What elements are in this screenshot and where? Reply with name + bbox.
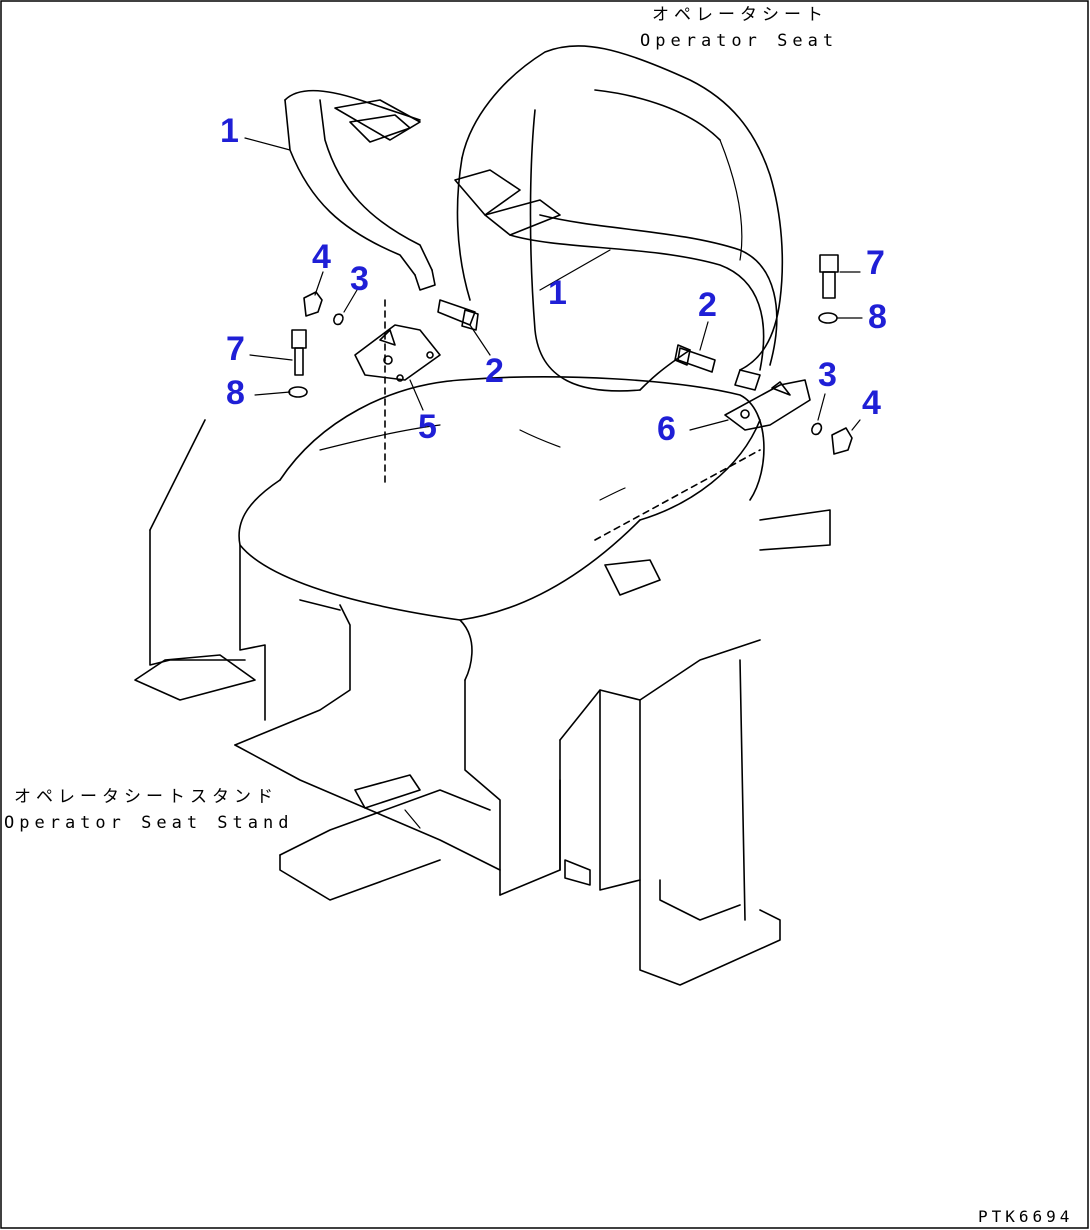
stand-label-en: Operator Seat Stand — [4, 813, 294, 833]
callout-4-left: 4 — [312, 238, 331, 276]
bracket-left — [354, 299, 441, 486]
callout-8-right: 8 — [868, 298, 887, 336]
seat-stand — [134, 419, 831, 986]
callout-7-left: 7 — [226, 330, 245, 368]
seat-label-jp: オペレータシート — [652, 5, 828, 25]
callout-6: 6 — [657, 410, 676, 448]
callout-3-left: 3 — [350, 260, 369, 298]
seatbelt-left — [284, 89, 436, 291]
seat-label-en: Operator Seat — [640, 31, 839, 51]
buckle-right — [724, 379, 811, 431]
callout-8-left: 8 — [226, 374, 245, 412]
drawing-number: PTK6694 — [978, 1207, 1074, 1226]
seat-back — [456, 45, 784, 392]
stand-label-jp: オペレータシートスタンド — [14, 787, 278, 807]
callout-5: 5 — [418, 408, 437, 446]
callout-4-right: 4 — [862, 384, 881, 422]
callout-2-left: 2 — [485, 352, 504, 390]
callout-2-right: 2 — [698, 286, 717, 324]
callout-3-right: 3 — [818, 356, 837, 394]
fasteners — [288, 254, 853, 455]
callout-7-right: 7 — [866, 244, 885, 282]
leader-lines — [244, 137, 863, 829]
seatbelt-right — [454, 169, 778, 391]
seat-cushion — [238, 376, 765, 681]
callout-1-left: 1 — [220, 112, 239, 150]
callout-1-right: 1 — [548, 274, 567, 312]
